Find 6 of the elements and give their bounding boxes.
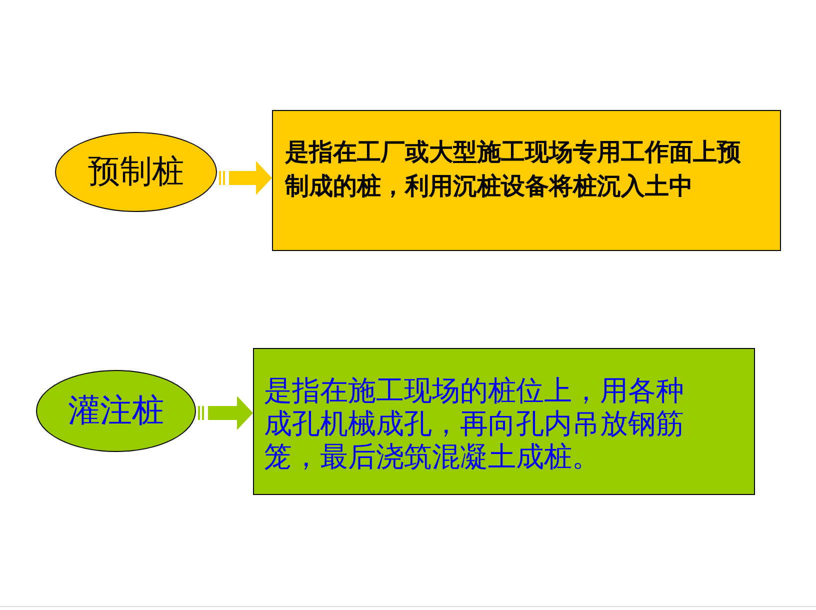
block-arrow <box>219 161 272 195</box>
definition-box: 是指在工厂或大型施工现场专用工作面上预制成的桩，利用沉桩设备将桩沉入土中 <box>272 110 781 251</box>
definition-box: 是指在施工现场的桩位上，用各种成孔机械成孔，再向孔内吊放钢筋笼，最后浇筑混凝土成桩。 <box>253 348 755 495</box>
term-ellipse: 预制桩 <box>55 132 217 212</box>
block-arrow <box>198 396 253 430</box>
term-ellipse: 灌注桩 <box>36 370 196 452</box>
